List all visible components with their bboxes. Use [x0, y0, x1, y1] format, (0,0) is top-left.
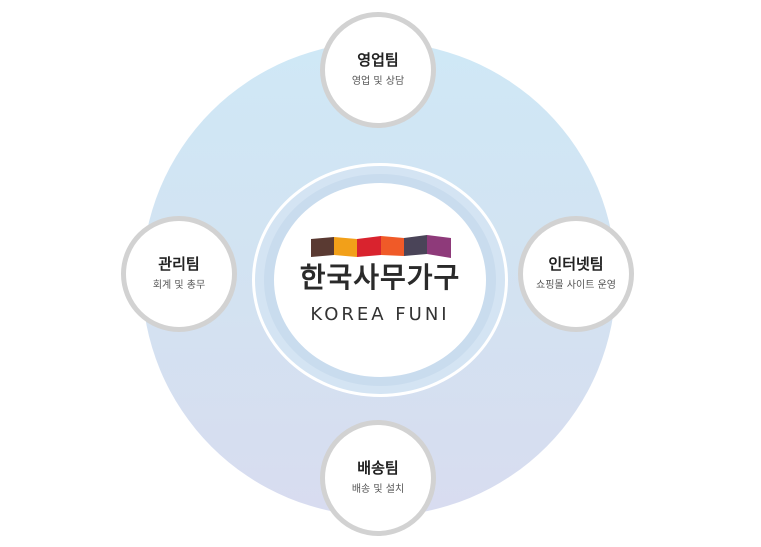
team-desc: 회계 및 총무: [152, 280, 206, 291]
team-desc: 쇼핑몰 사이트 운영: [536, 280, 616, 291]
team-node-internet: 인터넷팀 쇼핑몰 사이트 운영: [518, 216, 634, 332]
team-node-delivery: 배송팀 배송 및 설치: [320, 420, 436, 536]
logo-block: [381, 236, 404, 256]
team-desc: 배송 및 설치: [351, 484, 405, 495]
team-node-sales: 영업팀 영업 및 상담: [320, 12, 436, 128]
logo-block: [311, 237, 334, 257]
team-name: 영업팀: [357, 51, 399, 69]
team-desc: 영업 및 상담: [351, 76, 405, 87]
team-name: 인터넷팀: [548, 255, 604, 273]
logo-block: [404, 235, 427, 256]
logo-block: [334, 237, 357, 257]
team-name: 배송팀: [357, 459, 399, 477]
brand-logo-icon: [311, 235, 451, 258]
brand-subtitle: KOREA FUNI: [310, 304, 450, 325]
center-circle: [274, 183, 486, 377]
team-name: 관리팀: [158, 255, 200, 273]
logo-block: [427, 235, 451, 258]
logo-block: [357, 236, 381, 257]
team-node-management: 관리팀 회계 및 총무: [121, 216, 237, 332]
brand-name: 한국사무가구: [299, 261, 461, 294]
